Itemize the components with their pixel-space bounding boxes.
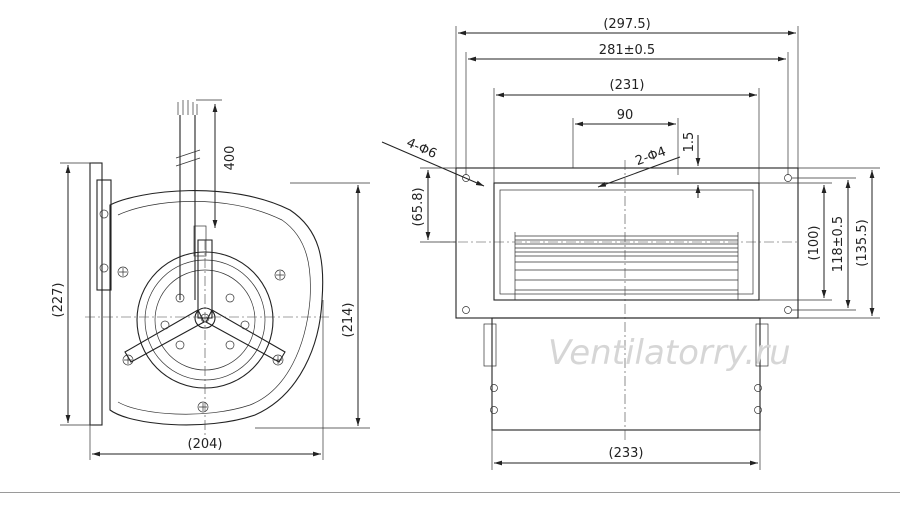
outlet <box>493 182 760 301</box>
dim-total-height: (135.5) <box>855 219 870 266</box>
watermark: Ventilatorry.ru <box>548 333 791 373</box>
dim-outlet-width: (231) <box>610 78 645 93</box>
dim-holes-top: 2-Φ4 <box>633 144 668 169</box>
front-view: (297.5) 281±0.5 (231) 90 1.5 4-Φ6 2-Φ4 ( <box>381 17 880 470</box>
dim-outlet-height: (100) <box>807 226 822 261</box>
footer-divider <box>0 492 900 493</box>
impeller-blades <box>514 232 739 300</box>
scroll-housing <box>109 190 324 426</box>
dim-holes-flange: 4-Φ6 <box>404 136 439 163</box>
flange-plate <box>455 167 799 319</box>
dim-body-width: (233) <box>609 446 644 461</box>
mounting-plate <box>89 162 103 426</box>
side-view: 400 (227) (214) (204) <box>51 99 370 460</box>
dim-total-width: (297.5) <box>603 17 650 32</box>
dim-width: (204) <box>188 437 223 452</box>
dim-height-housing: (214) <box>341 303 356 338</box>
dim-flange-thickness: 1.5 <box>682 132 697 153</box>
dim-hole-vertical: 118±0.5 <box>831 216 846 272</box>
cable <box>179 115 196 300</box>
dim-height-overall: (227) <box>51 283 66 318</box>
cable-wires <box>177 100 198 115</box>
dim-hole-spacing: 281±0.5 <box>599 43 655 58</box>
dim-top-holes-spacing: 90 <box>617 108 634 123</box>
fan-body <box>491 317 761 431</box>
dim-cable-length: 400 <box>223 146 238 171</box>
bracket <box>96 179 112 291</box>
dim-outlet-offset: (65.8) <box>411 187 426 226</box>
spider-arm-top <box>197 239 213 319</box>
cable-break <box>175 149 201 167</box>
screw-group <box>117 266 286 413</box>
